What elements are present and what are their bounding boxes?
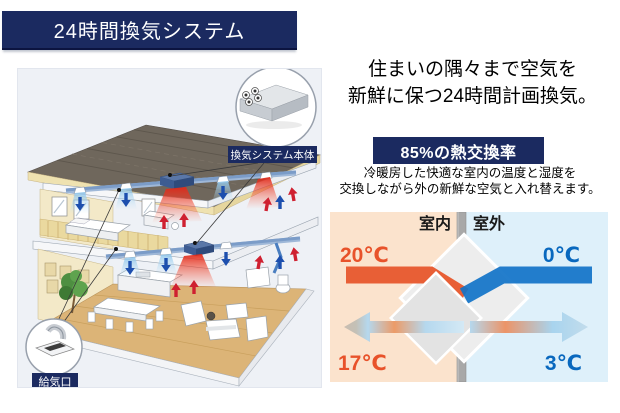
supply-point-dot-1f — [114, 247, 118, 251]
page-title: 24時間換気システム — [53, 21, 246, 43]
heat-exchange-diagram: 室内 室外 20℃ 0℃ 17℃ 3℃ — [330, 212, 608, 382]
indoor-label: 室内 — [419, 214, 451, 233]
unit-ports — [242, 87, 262, 106]
supply-point-dot-2f — [117, 188, 121, 192]
supply-temp: 17℃ — [338, 352, 387, 375]
dining-table-set — [87, 297, 164, 333]
intro-line-2: 新鮮に保つ24時間計画換気。 — [347, 86, 598, 107]
ventilation-unit-1f — [183, 240, 215, 256]
exhaust-air-arrow — [470, 312, 588, 342]
supply-port-label: 給気口 — [39, 375, 72, 388]
title-banner: 24時間換気システム — [2, 11, 297, 50]
feature-desc-line-2: 交換しながら外の新鮮な空気と入れ替えます。 — [339, 181, 601, 196]
callout-leader-lines — [57, 162, 265, 324]
supply-port-callout: 給気口 — [25, 318, 83, 388]
warm-exhaust-cones-2f — [152, 177, 280, 223]
indoor-intake-temp: 20℃ — [340, 244, 389, 267]
feature-description: 冷暖房した快適な室内の温度と湿度を 交換しながら外の新鮮な空気と入れ替えます。 — [320, 166, 620, 197]
house-illustration-panel: 換気システム本体 給気口 — [17, 68, 322, 388]
cold-outdoor-air-stream — [459, 266, 592, 304]
outdoor-label: 室外 — [473, 214, 505, 233]
unit-label-bg — [228, 146, 317, 163]
unit-callout: 換気システム本体 — [228, 69, 317, 163]
ceiling-diffusers-1f — [123, 241, 233, 259]
ceiling-diffusers — [73, 171, 273, 195]
unit-label: 換気システム本体 — [231, 149, 315, 162]
feature-desc-line-1: 冷暖房した快適な室内の温度と湿度を — [363, 166, 577, 180]
intro-headline: 住まいの隅々まで空気を 新鮮に保つ24時間計画換気。 — [325, 56, 620, 110]
heat-exchange-banner: 85%の熱交換率 — [373, 137, 544, 164]
floor-right-edge — [238, 288, 315, 387]
heat-exchange-svg: 室内 室外 20℃ 0℃ 17℃ 3℃ — [330, 212, 608, 382]
exchanger-edge-highlight — [435, 272, 482, 319]
outdoor-intake-temp: 0℃ — [543, 244, 580, 267]
first-floor-duct — [105, 236, 301, 297]
sanitary-area — [245, 266, 291, 294]
exhaust-temp: 3℃ — [545, 352, 582, 375]
second-floor-duct — [65, 170, 299, 229]
heat-exchange-banner-label: 85%の熱交換率 — [400, 144, 517, 162]
intro-line-1: 住まいの隅々まで空気を — [367, 59, 577, 80]
warm-exhaust-cone-1f — [170, 254, 216, 289]
bed — [64, 217, 131, 242]
living-set — [180, 300, 269, 342]
house-cutaway-illustration: 換気システム本体 給気口 — [25, 69, 321, 388]
ventilation-unit-2f — [159, 172, 195, 189]
supply-air-arrow — [344, 312, 464, 342]
supply-label-bg — [32, 373, 78, 387]
